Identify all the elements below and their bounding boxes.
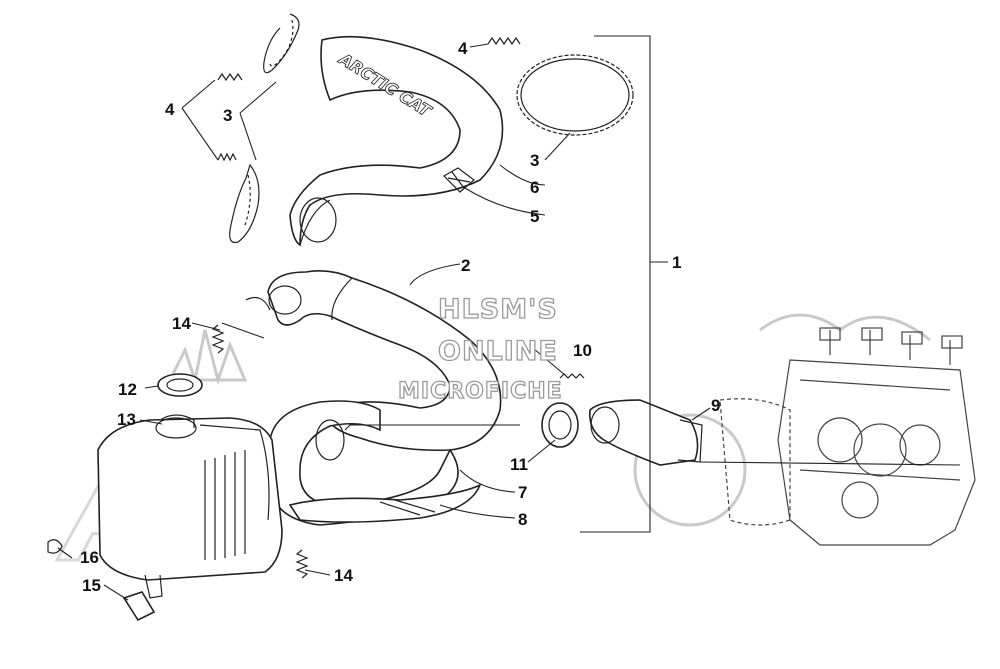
callout-2: 2 [461,256,470,275]
ghost-castle-icon [167,329,248,386]
callout-3-right: 3 [530,151,539,170]
callout-3-left: 3 [223,106,232,125]
spring-lower-left [217,152,237,162]
callout-10: 10 [573,341,592,360]
muffler-part-13 [97,414,283,599]
clamp-band-lower-left [229,163,260,244]
callout-4-left: 4 [165,100,175,119]
callout-7: 7 [518,483,527,502]
exhaust-manifold-part-9 [588,399,703,466]
callout-12: 12 [118,380,137,399]
callout-13: 13 [117,410,136,429]
callout-labels: 1 2 3 3 4 4 5 6 7 8 9 10 11 12 13 14 14 … [80,39,720,595]
lower-shield-part-8 [288,483,482,523]
spring-part-14-upper [211,297,271,354]
clamp-band-right [516,54,634,136]
heat-shield-part-6: ARCTIC CAT [289,35,504,247]
watermark-line-3: MICROFICHE [398,379,563,404]
grommet-part-16 [47,539,63,554]
spring-top-4 [487,36,521,46]
watermark-line-1: HLSM'S [438,294,558,325]
callout-8: 8 [518,510,527,529]
callout-14-lower: 14 [334,566,353,585]
callout-16: 16 [80,548,99,567]
callout-4-top: 4 [458,39,468,58]
callout-1: 1 [672,253,681,272]
gasket-part-11 [541,402,579,448]
watermark-line-2: ONLINE [438,336,558,367]
callout-14-upper: 14 [172,314,191,333]
hlsm-watermark: HLSM'S ONLINE MICROFICHE [397,293,563,404]
engine-assembly [719,327,976,546]
assembly-bracket-part-1 [580,35,668,533]
callout-11: 11 [510,455,528,474]
callout-15: 15 [82,576,101,595]
rubber-plug-part-15 [122,591,156,622]
spring-part-14-lower [295,549,309,579]
spring-part-10 [559,373,585,379]
clamp-band-upper-left [263,13,300,74]
callout-6: 6 [530,178,539,197]
callout-5: 5 [530,207,539,226]
decal-part-5 [443,167,475,193]
ghost-motorcycle-icon [759,313,931,342]
gasket-part-12 [157,373,203,397]
leader-lines [57,43,961,601]
ghost-wheel-icon [633,413,747,527]
callout-9: 9 [711,396,720,415]
spring-upper-left [217,72,243,82]
